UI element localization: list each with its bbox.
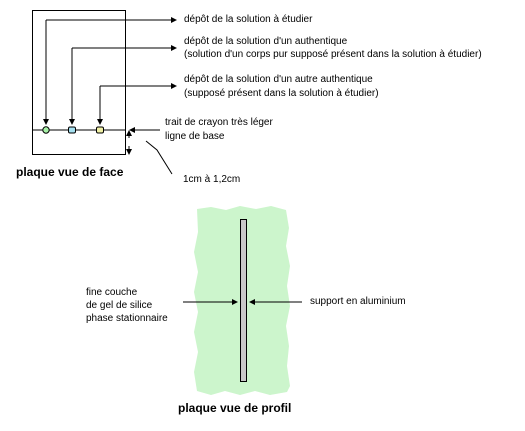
aluminium-plate (240, 219, 247, 382)
label-gel-line2: de gel de silice (86, 300, 153, 311)
label-deposit-reference-2-line2: (supposé présent dans la solution à étud… (184, 88, 379, 99)
label-support: support en aluminium (310, 296, 406, 307)
distance-dimension (126, 130, 173, 175)
spot-reference-2 (96, 126, 104, 134)
label-deposit-reference-1-line2: (solution d'un corps pur supposé présent… (184, 49, 482, 60)
label-deposit-sample: dépôt de la solution à étudier (184, 14, 313, 25)
label-gel-line3: phase stationnaire (86, 313, 168, 324)
label-baseline: ligne de base (165, 131, 225, 142)
spot-sample (42, 126, 50, 134)
front-view-title: plaque vue de face (16, 165, 124, 179)
leader-sample (43, 17, 177, 125)
spot-reference-1 (68, 126, 76, 134)
leader-reference-2 (97, 83, 177, 125)
side-view-title: plaque vue de profil (178, 401, 292, 415)
label-deposit-reference-2-line1: dépôt de la solution d'un autre authenti… (184, 74, 373, 85)
label-pencil-line: trait de crayon très léger (165, 117, 273, 128)
label-gel-line1: fine couche (86, 287, 138, 298)
leader-reference-1 (69, 45, 177, 125)
label-distance: 1cm à 1,2cm (183, 174, 241, 185)
label-deposit-reference-1-line1: dépôt de la solution d'un authentique (184, 36, 348, 47)
